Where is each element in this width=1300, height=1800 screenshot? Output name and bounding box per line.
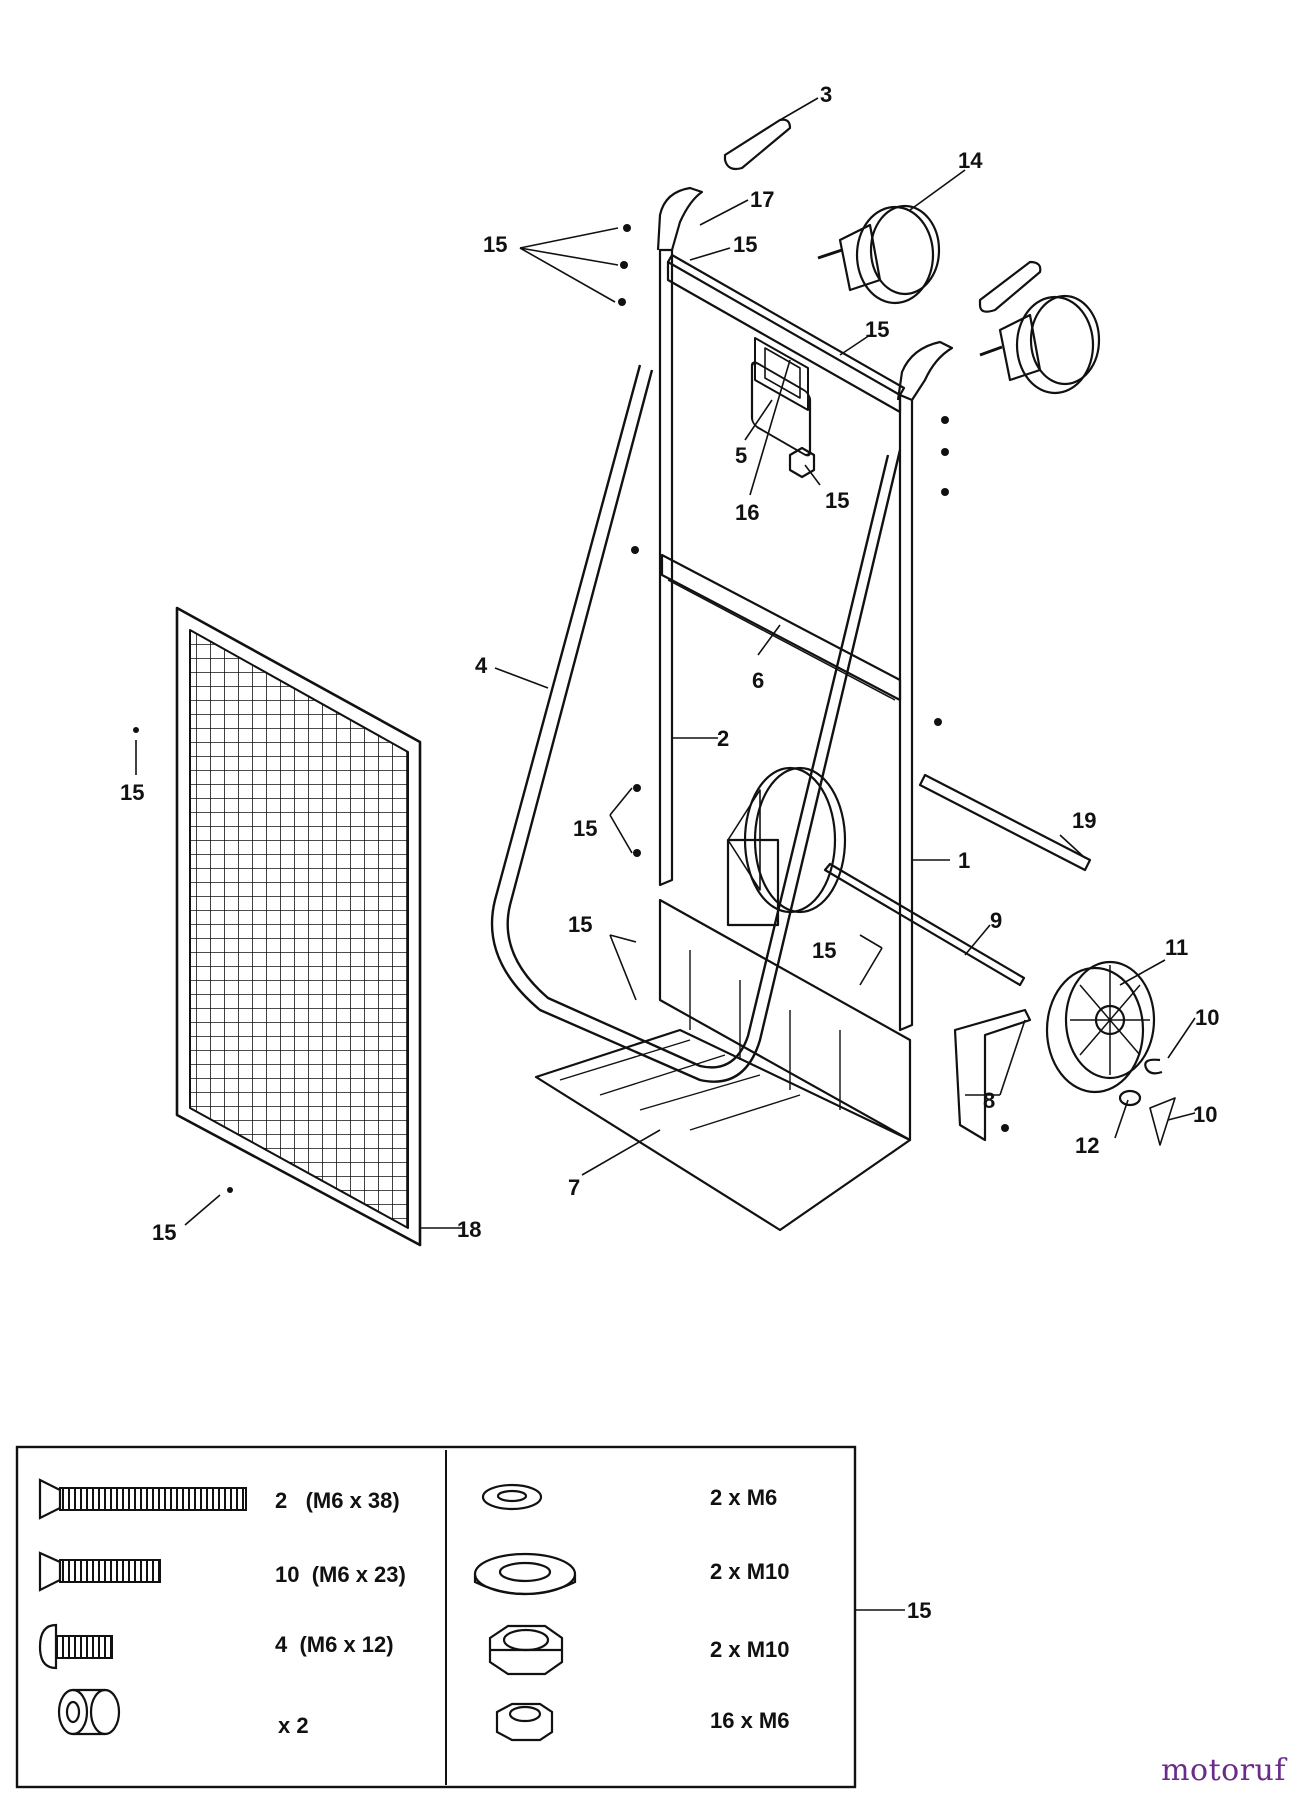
callout-5: 5 <box>735 443 747 468</box>
leader-lines <box>135 97 1196 1611</box>
kit-label-spacer: x 2 <box>278 1713 309 1738</box>
round-head-screw-icon <box>38 1623 113 1670</box>
trolley-assembly <box>133 118 1176 1247</box>
hardware-kit-box: 2 (M6 x 38) 10 (M6 x 23) 4 (M6 x 12) x 2… <box>15 1445 931 1789</box>
kit-ref-number: 15 <box>907 1598 931 1623</box>
kit-label-nut-m10: 2 x M10 <box>710 1637 790 1662</box>
fastener-dots <box>133 224 1009 1193</box>
callout-1: 1 <box>958 848 970 873</box>
callout-16: 16 <box>735 500 759 525</box>
second-caster-wheel <box>979 294 1101 395</box>
callout-15f: 15 <box>120 780 144 805</box>
washer-12 <box>1118 1089 1142 1107</box>
callout-15a: 15 <box>483 232 507 257</box>
callout-9: 9 <box>990 908 1002 933</box>
grip-sleeve-2 <box>978 260 1042 313</box>
clip-10b <box>1149 1097 1176 1146</box>
hex-nut-large-icon <box>488 1624 564 1676</box>
frame-loop <box>490 364 902 1083</box>
small-washer-icon <box>481 1483 543 1511</box>
handle-left <box>656 186 704 251</box>
callout-7: 7 <box>568 1175 580 1200</box>
watermark-logo: motoruf <box>1161 1753 1286 1788</box>
top-caster-wheel <box>817 204 941 305</box>
callout-15g: 15 <box>568 912 592 937</box>
callout-8: 8 <box>983 1088 995 1113</box>
callout-11: 11 <box>1165 935 1188 960</box>
callout-15c: 15 <box>865 317 889 342</box>
kit-label-m6x12: 4 (M6 x 12) <box>275 1632 394 1657</box>
callout-19: 19 <box>1072 808 1096 833</box>
callout-labels: 3 14 17 15 15 15 5 16 15 6 4 2 15 15 19 … <box>120 82 1219 1245</box>
handle-right <box>896 340 954 401</box>
callout-6: 6 <box>752 668 764 693</box>
countersunk-screw-icon <box>38 1551 161 1592</box>
hex-nut-small-icon <box>495 1702 554 1742</box>
callout-12: 12 <box>1075 1133 1099 1158</box>
handle-grip-slot <box>750 361 812 457</box>
grip-sleeve <box>723 118 792 171</box>
kit-label-washer-m6: 2 x M6 <box>710 1485 777 1510</box>
long-countersunk-screw-icon <box>38 1478 247 1520</box>
callout-14: 14 <box>958 148 983 173</box>
hex-nut-part <box>788 446 816 479</box>
toe-plate <box>534 1028 912 1232</box>
middle-cross-plate <box>660 553 902 702</box>
callout-15h: 15 <box>812 938 836 963</box>
callout-3: 3 <box>820 82 832 107</box>
callout-10a: 10 <box>1195 1005 1219 1030</box>
spacer-sleeve-icon <box>57 1688 121 1736</box>
mesh-panel <box>175 606 422 1247</box>
wheel-bracket <box>953 1008 1032 1142</box>
axle-pin <box>823 862 1026 987</box>
callout-10b: 10 <box>1193 1102 1217 1127</box>
centre-wheel <box>726 766 847 927</box>
callout-15i: 15 <box>152 1220 176 1245</box>
callout-15b: 15 <box>733 232 757 257</box>
callout-17: 17 <box>750 187 774 212</box>
right-upright <box>898 393 914 1032</box>
large-washer-icon <box>473 1552 577 1596</box>
rear-wheel <box>1045 960 1156 1094</box>
kit-label-nut-m6: 16 x M6 <box>710 1708 790 1733</box>
callout-18: 18 <box>457 1217 481 1242</box>
kit-label-washer-m10: 2 x M10 <box>710 1559 790 1584</box>
clip-10a <box>1144 1058 1163 1075</box>
callout-15d: 15 <box>825 488 849 513</box>
callout-4: 4 <box>475 653 488 678</box>
callout-2: 2 <box>717 726 729 751</box>
left-upright <box>658 248 674 887</box>
kit-label-m6x23: 10 (M6 x 23) <box>275 1562 406 1587</box>
kit-label-m6x38: 2 (M6 x 38) <box>275 1488 400 1513</box>
callout-15e: 15 <box>573 816 597 841</box>
axle-rod <box>918 773 1092 872</box>
